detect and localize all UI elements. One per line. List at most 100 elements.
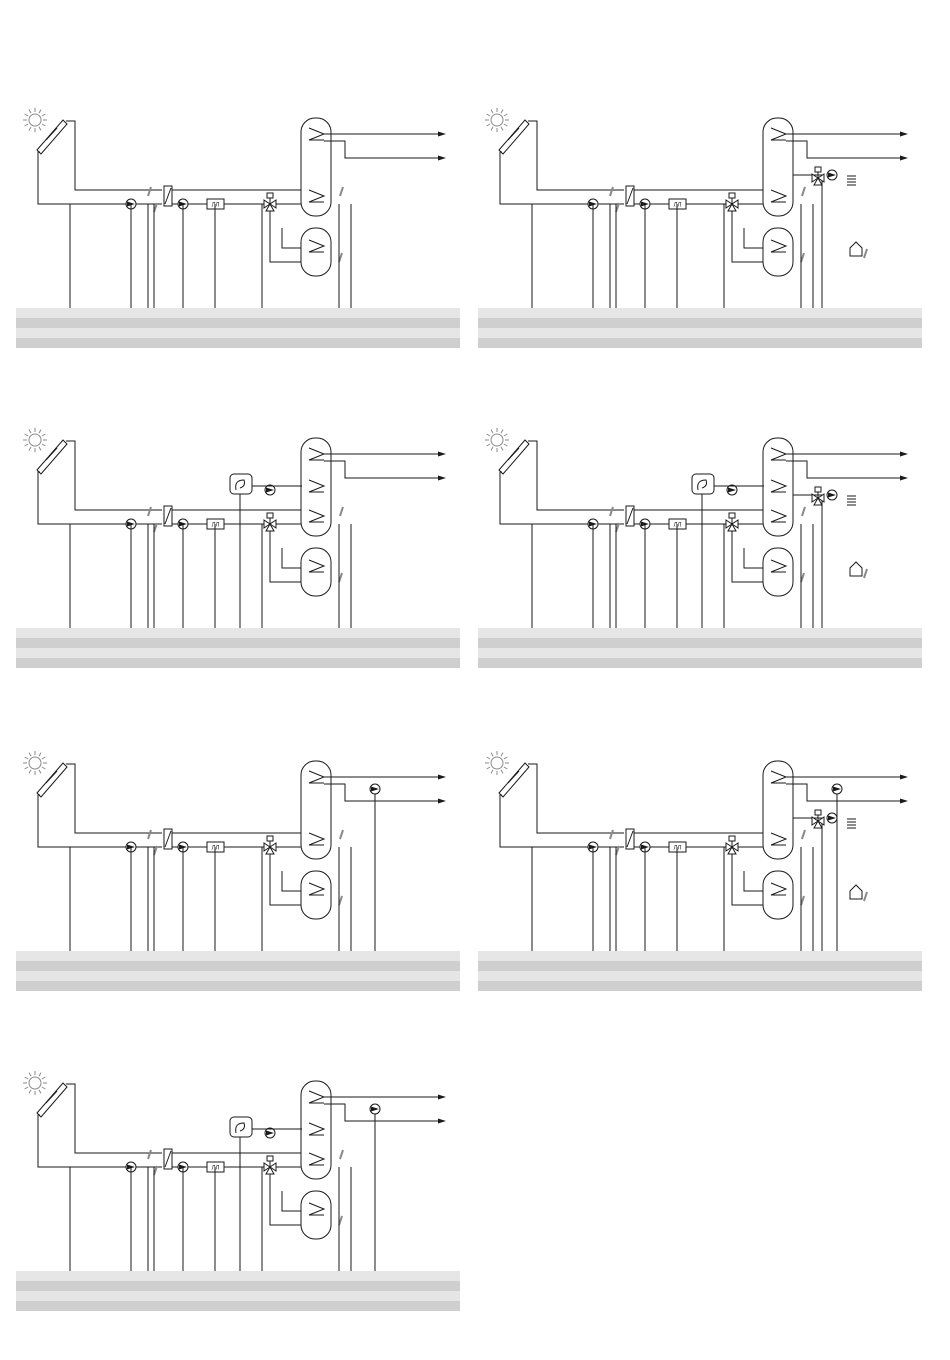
sun-ray (42, 1087, 45, 1089)
sun-ray (39, 770, 41, 773)
sun-ray (29, 1073, 31, 1076)
collector-panel (499, 120, 529, 154)
pump-icon (827, 170, 837, 180)
controller-bus (16, 1271, 460, 1311)
sun-ray (487, 124, 490, 126)
collector-panel (37, 763, 67, 797)
sun-ray (504, 114, 507, 116)
house-outline (850, 242, 862, 256)
flow-arrow-icon (438, 775, 446, 780)
storage-tank-icon (763, 118, 793, 216)
bus-band (478, 971, 922, 981)
sun-ray (39, 430, 41, 433)
temperature-sensor-icon (610, 187, 613, 196)
second-tank-loop-line (744, 548, 764, 568)
controller-bus (478, 628, 922, 668)
sun-ray (504, 767, 507, 769)
bus-band (478, 981, 922, 991)
flow-arrow-icon (438, 156, 446, 161)
temperature-sensor-icon (148, 507, 151, 516)
collector-flow-line (66, 764, 162, 833)
sun-ray (491, 753, 493, 756)
second-tank-loop-line (282, 1191, 302, 1211)
heat-exchanger-icon (164, 1149, 172, 1169)
bus-band (478, 951, 922, 961)
valve-to-second-tank-line (270, 854, 302, 905)
collector-flow-line (528, 764, 624, 833)
scheme-diagram-4: ЛЛ (478, 428, 922, 668)
temperature-sensor-icon (802, 830, 805, 839)
radiator-icon (847, 496, 856, 505)
valve-actuator (729, 193, 735, 198)
bus-band (16, 628, 460, 638)
sun-disc (491, 434, 503, 446)
tank-body (301, 1081, 331, 1179)
boiler-icon (230, 474, 252, 494)
collector-return-line (38, 472, 162, 524)
heat-exchanger-icon (164, 829, 172, 849)
controller-bus (16, 628, 460, 668)
sun-ray (504, 124, 507, 126)
second-tank-loop-line (744, 228, 764, 248)
flow-arrow-icon (438, 1095, 446, 1100)
sun-icon (23, 428, 47, 452)
controller-bus (16, 951, 460, 991)
sun-ray (487, 767, 490, 769)
sun-ray (42, 444, 45, 446)
sun-icon (485, 751, 509, 775)
heating-supply-line (793, 495, 822, 630)
sun-ray (504, 757, 507, 759)
collector-return-line (38, 1115, 162, 1167)
scheme-diagram-3: ЛЛ (16, 428, 460, 668)
flow-arrow-icon (438, 1119, 446, 1124)
boiler-body (230, 1117, 252, 1137)
sun-ray (501, 110, 503, 113)
cold-water-line (786, 141, 906, 158)
cold-water-line (324, 784, 444, 801)
tank-body (301, 761, 331, 859)
collector-flow-line (528, 121, 624, 190)
house-outline (850, 885, 862, 899)
bus-band (478, 658, 922, 668)
sun-disc (491, 757, 503, 769)
flow-arrow-icon (900, 476, 908, 481)
storage-tank-icon (301, 438, 331, 536)
sun-ray (39, 110, 41, 113)
valve-actuator (267, 513, 273, 518)
sun-ray (42, 434, 45, 436)
flow-meter-label: ЛЛ (212, 846, 220, 852)
bus-band (16, 961, 460, 971)
temperature-sensor-icon (148, 1150, 151, 1159)
flow-arrow-icon (900, 775, 908, 780)
sun-ray (491, 127, 493, 130)
tank-body (301, 438, 331, 536)
collector-panel (499, 440, 529, 474)
sun-ray (501, 127, 503, 130)
sun-ray (487, 114, 490, 116)
second-tank-loop-line (744, 871, 764, 891)
sun-disc (29, 434, 41, 446)
three-way-valve-icon (264, 1156, 276, 1174)
collector-panel (499, 763, 529, 797)
bus-band (478, 318, 922, 328)
sun-ray (29, 1090, 31, 1093)
sun-ray (29, 753, 31, 756)
pump-icon (827, 813, 837, 823)
sun-ray (501, 430, 503, 433)
collector-panel (37, 440, 67, 474)
controller-bus (478, 308, 922, 348)
temperature-sensor-icon (864, 569, 867, 578)
cold-water-line (786, 784, 906, 801)
sun-ray (42, 767, 45, 769)
cold-water-line (324, 1104, 444, 1121)
heat-exchanger-icon (626, 506, 634, 526)
sun-ray (42, 757, 45, 759)
sun-icon (23, 751, 47, 775)
three-way-valve-icon (264, 513, 276, 531)
tank-body (763, 761, 793, 859)
sun-icon (23, 1071, 47, 1095)
tank-body (301, 118, 331, 216)
sun-icon (485, 108, 509, 132)
storage-tank-icon (763, 438, 793, 536)
house-icon (850, 885, 862, 899)
